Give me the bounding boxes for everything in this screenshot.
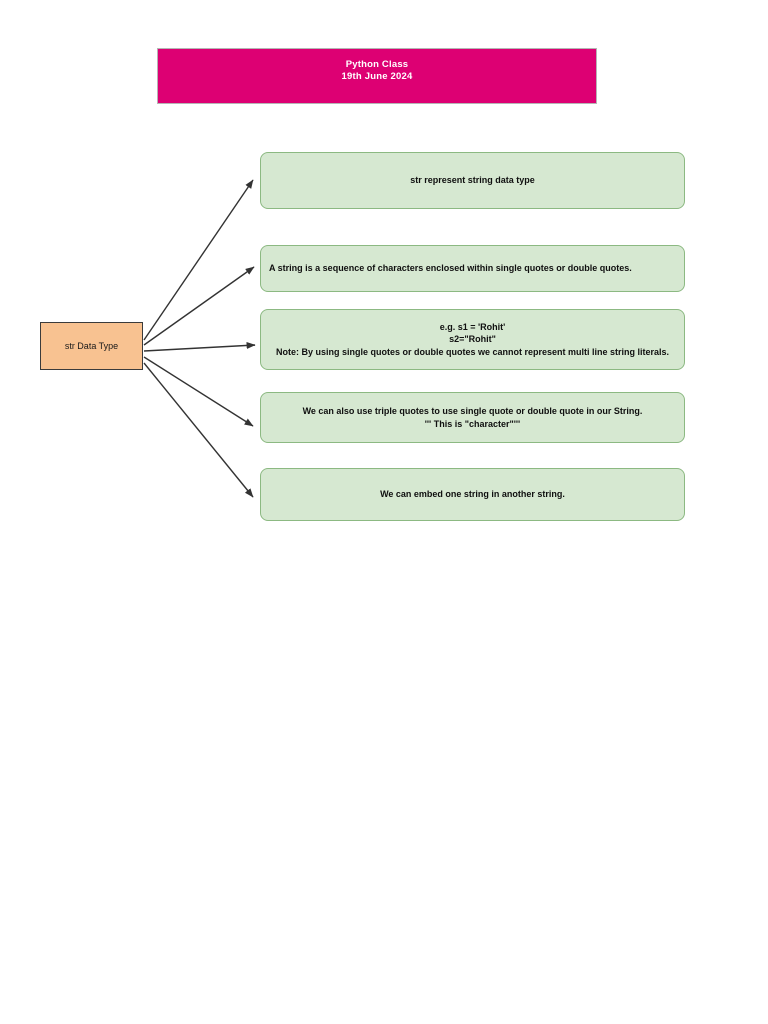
connector-arrow-3 [143, 341, 256, 352]
title-line-date: 19th June 2024 [341, 71, 413, 82]
leaf-node-3-text: We can also use triple quotes to use sin… [302, 406, 643, 429]
connector-arrow-4 [143, 356, 254, 427]
leaf-node-0[interactable]: str represent string data type [260, 152, 685, 209]
leaf-node-2[interactable]: e.g. s1 = 'Rohit' s2="Rohit" Note: By us… [260, 309, 685, 370]
title-line-course: Python Class [345, 59, 409, 70]
connector-arrow-2 [143, 266, 255, 346]
connector-arrow-1 [143, 179, 254, 341]
title-banner: Python Class 19th June 2024 [157, 48, 597, 104]
root-node-label: str Data Type [64, 341, 119, 351]
leaf-node-0-text: str represent string data type [410, 175, 535, 186]
leaf-node-4-text: We can embed one string in another strin… [380, 489, 565, 500]
leaf-node-1-text: A string is a sequence of characters enc… [269, 263, 632, 274]
leaf-node-4[interactable]: We can embed one string in another strin… [260, 468, 685, 521]
root-node-str-data-type[interactable]: str Data Type [40, 322, 143, 370]
leaf-node-3[interactable]: We can also use triple quotes to use sin… [260, 392, 685, 443]
leaf-node-2-text: e.g. s1 = 'Rohit' s2="Rohit" Note: By us… [275, 321, 670, 357]
leaf-node-1[interactable]: A string is a sequence of characters enc… [260, 245, 685, 292]
connector-arrow-5 [143, 362, 254, 498]
